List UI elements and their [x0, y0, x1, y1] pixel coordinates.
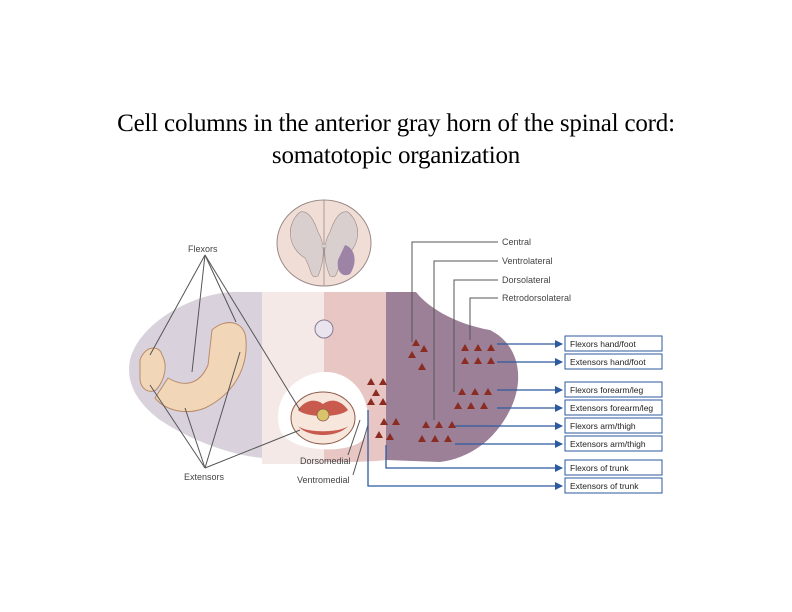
column-leader-lines: [411, 241, 498, 420]
label-dorsolateral: Dorsolateral: [502, 275, 551, 285]
label-ventromedial: Ventromedial: [297, 475, 350, 485]
motor-neuron-triangles: [367, 339, 495, 442]
arm-illustration: [139, 322, 247, 413]
title-line-1: Cell columns in the anterior gray horn o…: [117, 110, 675, 137]
target-box: Extensors hand/foot: [564, 353, 663, 370]
svg-text:Extensors arm/thigh: Extensors arm/thigh: [570, 439, 646, 449]
svg-text:Flexors arm/thigh: Flexors arm/thigh: [570, 421, 636, 431]
label-flexors: Flexors: [188, 244, 218, 254]
spinal-cord-cross-section: [276, 199, 372, 287]
label-retrodorsolateral: Retrodorsolateral: [502, 293, 571, 303]
target-box: Extensors forearm/leg: [564, 399, 663, 416]
target-box: Flexors of trunk: [564, 459, 663, 476]
target-box: Flexors forearm/leg: [564, 381, 663, 398]
target-box: Extensors arm/thigh: [564, 435, 663, 452]
title-line-2: somatotopic organization: [271, 142, 521, 169]
trunk-cross-section: [290, 391, 356, 445]
target-box: Extensors of trunk: [564, 477, 663, 494]
target-muscle-boxes: Flexors hand/foot Extensors hand/foot Fl…: [564, 335, 663, 494]
label-central: Central: [502, 237, 531, 247]
label-ventrolateral: Ventrolateral: [502, 256, 553, 266]
muscle-connector-lines: [149, 254, 369, 476]
target-box: Flexors arm/thigh: [564, 417, 663, 434]
label-extensors: Extensors: [184, 472, 225, 482]
svg-text:Flexors forearm/leg: Flexors forearm/leg: [570, 385, 643, 395]
svg-text:Flexors of trunk: Flexors of trunk: [570, 463, 629, 473]
svg-text:Extensors forearm/leg: Extensors forearm/leg: [570, 403, 653, 413]
label-dorsomedial: Dorsomedial: [300, 456, 351, 466]
svg-text:Extensors hand/foot: Extensors hand/foot: [570, 357, 646, 367]
svg-text:Extensors of trunk: Extensors of trunk: [570, 481, 639, 491]
svg-text:Flexors hand/foot: Flexors hand/foot: [570, 339, 636, 349]
target-box: Flexors hand/foot: [564, 335, 663, 352]
efferent-arrows: [367, 340, 563, 490]
slide-title: Cell columns in the anterior gray horn o…: [0, 108, 792, 172]
